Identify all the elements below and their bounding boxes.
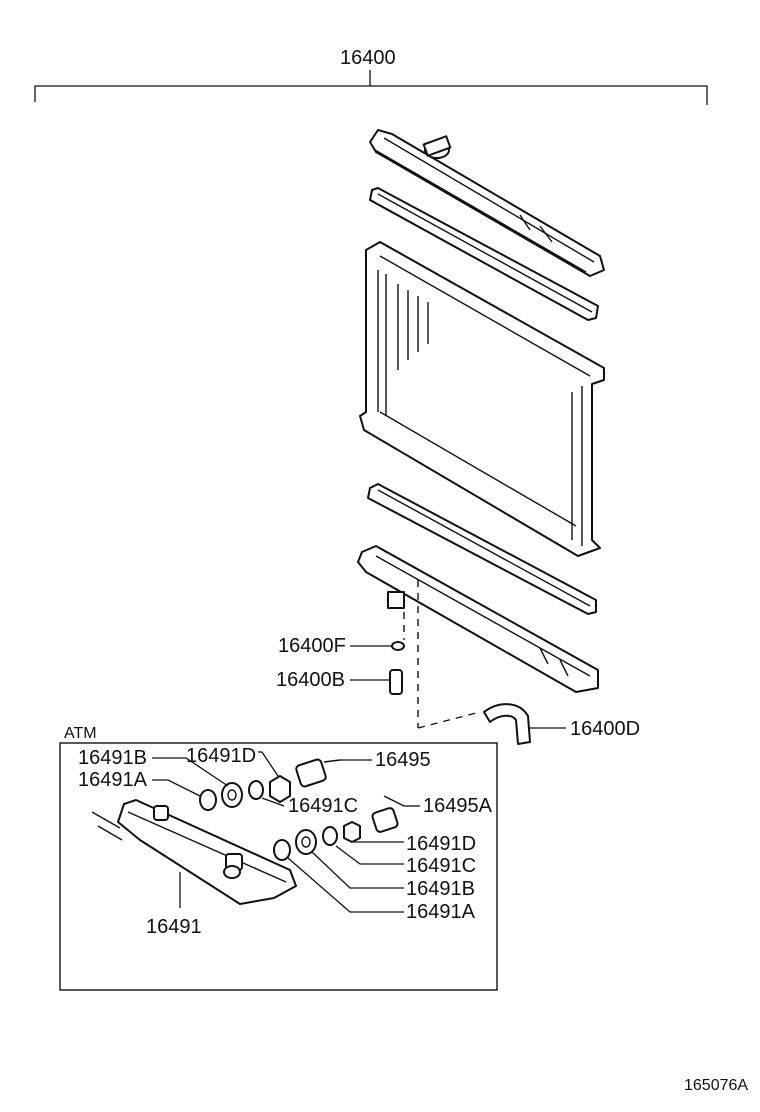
atm-inset-frame [59,742,498,991]
leader-lines [152,751,404,913]
drain-cock [350,669,403,695]
assembly-label[interactable]: 16400 [340,47,396,69]
gasket-b-bottom [295,829,317,855]
pipe-union-a [371,795,420,833]
hose [483,703,566,745]
washer-c-top-label[interactable]: 16491C [288,795,358,817]
assembly-bracket [34,70,708,105]
figure-code: 165076A [684,1077,748,1094]
pipe-union-a-label[interactable]: 16495A [423,795,493,817]
gasket-b-top-label[interactable]: 16491B [78,747,147,769]
washer-c-bottom-label[interactable]: 16491C [406,855,476,877]
nut-d-top-label[interactable]: 16491D [186,745,256,767]
nut-d-bottom-label[interactable]: 16491D [406,833,476,855]
nut-d-bottom [343,821,361,843]
drain-cock-label[interactable]: 16400B [276,669,345,691]
pipe-union-label[interactable]: 16495 [375,749,431,771]
upper-tank [369,129,605,277]
pipe-union [295,758,372,788]
washer-c-bottom [322,826,338,846]
upper-gasket [369,187,599,321]
gasket-a-bottom-label[interactable]: 16491A [406,901,476,923]
drain-gasket [350,641,405,651]
oil-cooler [91,799,297,905]
oil-cooler-label[interactable]: 16491 [146,916,202,938]
gasket-b-bottom-label[interactable]: 16491B [406,878,475,900]
gasket-b-top [221,782,243,808]
nut-d-top [269,775,291,803]
washer-c-top [248,780,264,800]
hose-guide-line-2 [417,711,481,729]
gasket-a-top-label[interactable]: 16491A [78,769,148,791]
gasket-a-top [199,789,217,811]
drain-gasket-label[interactable]: 16400F [278,635,346,657]
gasket-a-bottom [273,839,291,861]
inset-label[interactable]: ATM [64,725,97,742]
lower-gasket [367,483,597,615]
hose-label[interactable]: 16400D [570,718,640,740]
radiator-core [359,241,605,557]
